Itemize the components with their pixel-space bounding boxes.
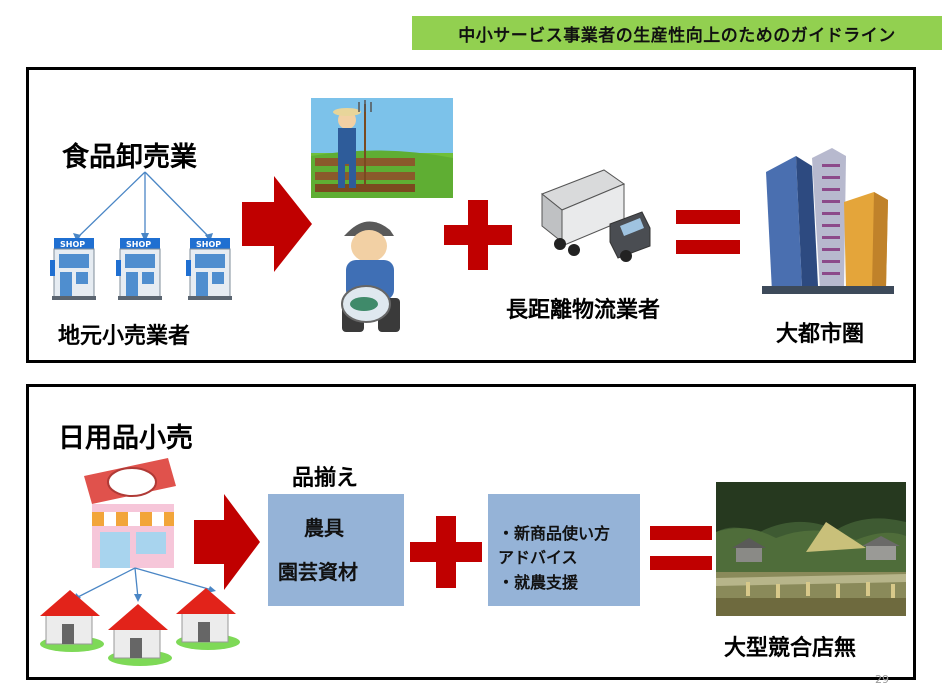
support-services-box: ・新商品使い方 アドバイス ・就農支援 bbox=[488, 494, 640, 606]
city-buildings-illustration bbox=[762, 148, 894, 294]
local-retailers-label: 地元小売業者 bbox=[58, 324, 191, 349]
house-icon bbox=[40, 590, 104, 652]
distribution-branch-lines bbox=[73, 171, 213, 242]
store-illustration bbox=[84, 458, 176, 568]
plus-icon bbox=[410, 516, 482, 588]
assortment-item: 農具 bbox=[304, 516, 344, 540]
no-large-competitor-label: 大型競合店無 bbox=[724, 636, 857, 661]
guideline-title: 中小サービス事業者の生産性向上のためのガイドライン bbox=[412, 16, 942, 50]
house-icon bbox=[176, 588, 240, 650]
plus-icon bbox=[444, 200, 512, 270]
equals-icon bbox=[676, 210, 740, 254]
fisherman-illustration bbox=[341, 221, 400, 332]
house-icon bbox=[108, 604, 172, 666]
assortment-title: 品揃え bbox=[292, 466, 359, 491]
arrow-right-icon bbox=[194, 494, 260, 590]
logistics-label: 長距離物流業者 bbox=[506, 298, 661, 323]
shop-icon bbox=[50, 238, 96, 300]
wholesale-heading: 食品卸売業 bbox=[62, 142, 197, 173]
arrow-right-icon bbox=[242, 176, 312, 272]
shop-sign-text: SHOP bbox=[196, 240, 222, 249]
truck-illustration bbox=[541, 169, 651, 262]
assortment-item: 園芸資材 bbox=[278, 560, 358, 584]
shop-sign-text: SHOP bbox=[126, 240, 152, 249]
metropolitan-area-label: 大都市圏 bbox=[776, 322, 865, 347]
shop-sign-text: SHOP bbox=[60, 240, 86, 249]
service-item: ・就農支援 bbox=[498, 573, 579, 592]
shop-icon bbox=[116, 238, 162, 300]
assortment-box: 農具 園芸資材 bbox=[268, 494, 404, 606]
shop-icon bbox=[186, 238, 232, 300]
farmer-illustration bbox=[311, 98, 453, 198]
daily-goods-heading: 日用品小売 bbox=[58, 423, 193, 454]
page-number: 29 bbox=[875, 673, 889, 686]
equals-icon bbox=[650, 526, 712, 570]
service-item: ・新商品使い方 bbox=[498, 524, 611, 543]
rural-village-photo bbox=[716, 482, 906, 616]
service-item: アドバイス bbox=[498, 548, 578, 567]
